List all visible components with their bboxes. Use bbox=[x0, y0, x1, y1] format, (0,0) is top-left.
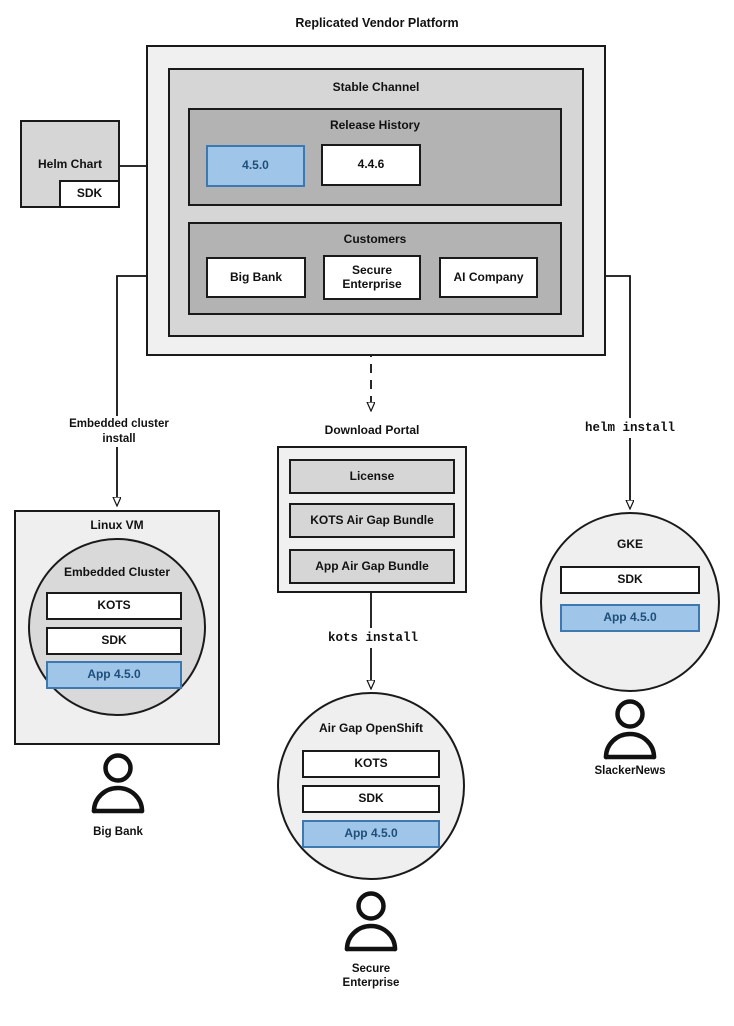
actor-caption-slackernews: SlackerNews bbox=[594, 765, 666, 777]
person-icon bbox=[91, 753, 145, 814]
gke-title: GKE bbox=[616, 537, 643, 551]
person-icon bbox=[344, 891, 398, 952]
gke-component-sdk: SDK bbox=[560, 566, 700, 594]
flow-label-helm-install: helm install bbox=[560, 418, 700, 438]
download-portal-title: Download Portal bbox=[324, 423, 420, 437]
helm-chart-sdk-chip: SDK bbox=[59, 180, 120, 208]
portal-item-app-air-gap-bundle[interactable]: App Air Gap Bundle bbox=[289, 549, 455, 584]
page-title: Replicated Vendor Platform bbox=[295, 16, 459, 30]
person-icon bbox=[603, 699, 657, 760]
linux-vm-component-kots: KOTS bbox=[46, 592, 182, 620]
openshift-component-app: App 4.5.0 bbox=[302, 820, 440, 848]
gke-component-app: App 4.5.0 bbox=[560, 604, 700, 632]
flow-label-kots-install: kots install bbox=[306, 628, 440, 648]
linux-vm-component-app: App 4.5.0 bbox=[46, 661, 182, 689]
linux-vm-component-sdk: SDK bbox=[46, 627, 182, 655]
customer-chip-secure-enterprise[interactable]: Secure Enterprise bbox=[323, 255, 421, 300]
stable-channel-title: Stable Channel bbox=[332, 80, 420, 94]
release-chip-4-5-0[interactable]: 4.5.0 bbox=[206, 145, 305, 187]
portal-item-license[interactable]: License bbox=[289, 459, 455, 494]
release-chip-4-4-6[interactable]: 4.4.6 bbox=[321, 144, 421, 186]
air-gap-openshift-title: Air Gap OpenShift bbox=[318, 721, 423, 735]
embedded-cluster-title: Embedded Cluster bbox=[63, 565, 171, 579]
flow-label-embedded-cluster-install: Embedded cluster install bbox=[42, 416, 196, 448]
openshift-component-kots: KOTS bbox=[302, 750, 440, 778]
linux-vm-title: Linux VM bbox=[90, 518, 144, 532]
gke-circle bbox=[540, 512, 720, 692]
openshift-component-sdk: SDK bbox=[302, 785, 440, 813]
actor-caption-secure-enterprise: Secure Enterprise bbox=[342, 963, 400, 989]
customer-chip-big-bank[interactable]: Big Bank bbox=[206, 257, 306, 298]
customers-title: Customers bbox=[343, 232, 407, 246]
customer-chip-ai-company[interactable]: AI Company bbox=[439, 257, 538, 298]
release-history-title: Release History bbox=[329, 118, 421, 132]
actor-caption-big-bank: Big Bank bbox=[93, 826, 143, 838]
helm-chart-label: Helm Chart bbox=[37, 157, 102, 171]
portal-item-kots-air-gap-bundle[interactable]: KOTS Air Gap Bundle bbox=[289, 503, 455, 538]
